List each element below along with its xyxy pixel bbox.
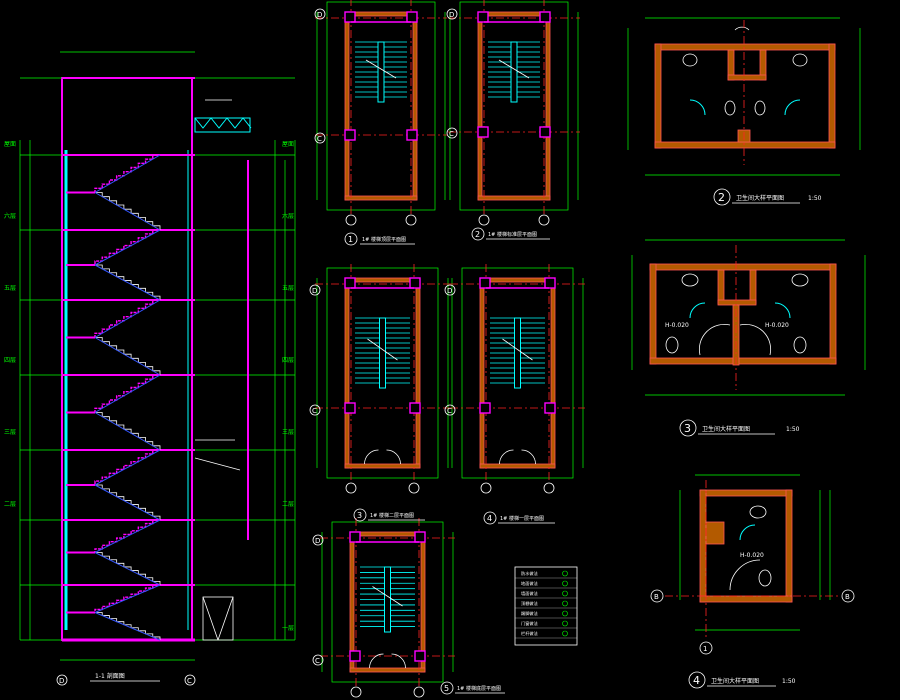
axis-label: C: [312, 407, 317, 415]
axis-label: C: [447, 407, 452, 415]
floor-label: 四层: [4, 357, 16, 364]
legend-item: 顶棚做法: [521, 600, 538, 607]
level-label: H-0.020: [765, 322, 789, 329]
axis-bubbles: D C D C D C D C D C D C: [56, 8, 458, 686]
plan-title: 卫生间大样平面图: [736, 194, 784, 202]
plan-title: 1# 楼梯顶层平面图: [362, 236, 406, 243]
plan-scale: 1:50: [782, 678, 796, 685]
floor-label: 四层: [282, 357, 294, 364]
legend-item: 栏杆做法: [521, 630, 538, 637]
section-title: 1-1 剖面图: [95, 672, 125, 680]
plan-scale: 1:50: [786, 426, 800, 433]
legend-item: 踢脚做法: [521, 610, 538, 617]
axis-label: D: [59, 677, 64, 685]
floor-label: 六层: [4, 212, 16, 220]
plan-title: 1# 楼梯一层平面图: [500, 515, 544, 522]
plan-title: 卫生间大样平面图: [711, 677, 759, 685]
plan-title: 1# 楼梯标准层平面图: [488, 231, 537, 238]
plan-number: 5: [444, 684, 449, 693]
axis-label: C: [317, 135, 322, 143]
stair-plan-titles: 1 1# 楼梯顶层平面图 2 1# 楼梯标准层平面图 3 1# 楼梯二层平面图 …: [344, 227, 555, 695]
plan-number: 4: [693, 674, 700, 687]
floor-label: 二层: [4, 501, 16, 508]
floor-label: 一层: [282, 625, 294, 632]
axis-label: D: [447, 287, 452, 295]
floor-label: 屋面: [4, 141, 16, 148]
floor-label: 五层: [4, 285, 16, 292]
legend-item: 墙面做法: [521, 590, 538, 597]
axis-label: 1: [703, 645, 707, 653]
axis-label: B: [654, 593, 659, 601]
axis-label: B: [845, 593, 850, 601]
plan-scale: 1:50: [808, 195, 822, 202]
axis-label: C: [315, 657, 320, 665]
stair-plans: [315, 0, 585, 698]
floor-label: 屋面: [282, 141, 294, 148]
section-floor-labels-right: 屋面 六层 五层 四层 三层 二层 一层: [282, 141, 294, 632]
axis-label: D: [317, 11, 322, 19]
axis-label: D: [315, 537, 320, 545]
level-label: H-0.020: [665, 322, 689, 329]
legend-item: 门窗做法: [521, 620, 538, 627]
axis-label: D: [312, 287, 317, 295]
plan-number: 3: [684, 422, 691, 435]
plan-number: 1: [348, 235, 353, 244]
plan-title: 1# 楼梯底层平面图: [457, 685, 501, 692]
axis-label: C: [187, 677, 192, 685]
toilet-plan-4: H-0.020 B B 1 4 卫生间大样平面图 1:50: [650, 474, 855, 689]
floor-label: 二层: [282, 501, 294, 508]
plan-title: 1# 楼梯二层平面图: [370, 512, 414, 519]
toilet-plan-2: 2 卫生间大样平面图 1:50: [627, 17, 861, 206]
plan-number: 3: [357, 511, 362, 520]
floor-label: 五层: [282, 285, 294, 292]
axis-label: D: [449, 11, 454, 19]
plan-number: 2: [475, 230, 480, 239]
section-floor-labels-left: 屋面 六层 五层 四层 三层 二层: [4, 141, 16, 508]
plan-number: 4: [487, 514, 492, 523]
legend-item: 地面做法: [521, 580, 538, 587]
legend-item: 防水做法: [521, 570, 538, 577]
floor-label: 三层: [282, 429, 294, 436]
floor-label: 三层: [4, 429, 16, 436]
floor-label: 六层: [282, 212, 294, 220]
plan-title: 卫生间大样平面图: [702, 425, 750, 433]
axis-label: C: [449, 130, 454, 138]
toilet-plan-3: H-0.020 H-0.020 3 卫生间大样平面图 1:50: [631, 239, 866, 437]
plan-number: 2: [718, 191, 725, 204]
level-label: H-0.020: [740, 552, 764, 559]
section-drawing: [19, 51, 296, 661]
